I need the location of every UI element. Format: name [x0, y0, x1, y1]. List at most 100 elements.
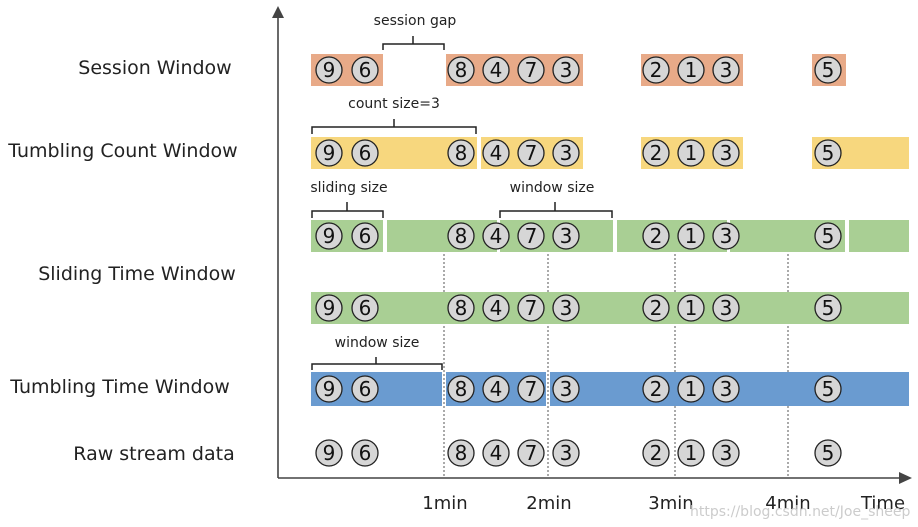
event-value-tumbling-time-7: 2	[650, 377, 663, 401]
event-value-sliding-upper-8: 1	[685, 224, 698, 248]
event-value-sliding-lower-8: 1	[685, 296, 698, 320]
event-circle-sliding-upper-10	[814, 222, 842, 250]
event-circle-sliding-upper-3	[447, 222, 475, 250]
event-value-sliding-lower-7: 2	[650, 296, 663, 320]
event-value-count-1: 9	[323, 141, 336, 165]
event-value-sliding-upper-6: 3	[560, 224, 573, 248]
row-label-tumbling-time: Tumbling Time Window	[9, 376, 229, 398]
tick-2min: 2min	[526, 493, 571, 514]
event-value-sliding-upper-9: 3	[720, 224, 733, 248]
watermark: https://blog.csdn.net/Joe_sheep	[690, 504, 910, 520]
sliding-size-label: sliding size	[310, 180, 387, 196]
event-value-tumbling-time-2: 6	[359, 377, 372, 401]
x-axis-arrow	[899, 472, 912, 484]
row-label-tumbling-count: Tumbling Count Window	[7, 140, 237, 162]
event-circle-tumbling-time-6	[552, 375, 580, 403]
event-circle-sliding-lower-10	[814, 294, 842, 322]
event-value-sliding-upper-4: 4	[490, 224, 503, 248]
event-circle-raw-2	[351, 439, 379, 467]
event-circle-count-10	[814, 139, 842, 167]
event-value-count-7: 2	[650, 141, 663, 165]
event-circle-sliding-upper-7	[642, 222, 670, 250]
minute-gridlines	[443, 250, 789, 477]
sliding-upper-bar-4	[617, 220, 727, 252]
sliding-upper-bar-2	[387, 220, 497, 252]
event-circle-raw-9	[712, 439, 740, 467]
sliding-lower-bar	[311, 292, 909, 324]
event-value-count-8: 1	[685, 141, 698, 165]
event-value-count-5: 7	[525, 141, 538, 165]
window-size-label-sliding: window size	[510, 180, 595, 196]
event-circle-raw-6	[552, 439, 580, 467]
event-circle-sliding-upper-5	[517, 222, 545, 250]
event-circle-sliding-upper-4	[482, 222, 510, 250]
sliding-size-bracket	[311, 202, 384, 218]
event-circle-session-10	[814, 56, 842, 84]
event-circle-count-1	[315, 139, 343, 167]
event-value-session-3: 8	[455, 58, 468, 82]
axes	[272, 6, 912, 484]
event-circle-count-5	[517, 139, 545, 167]
event-circle-count-4	[482, 139, 510, 167]
window-size-bracket-tumbling	[311, 357, 443, 370]
event-circle-sliding-lower-6	[552, 294, 580, 322]
count-size-bracket	[311, 119, 477, 134]
event-value-count-3: 8	[455, 141, 468, 165]
event-value-tumbling-time-1: 9	[323, 377, 336, 401]
event-circle-sliding-upper-1	[315, 222, 343, 250]
event-value-sliding-lower-4: 4	[490, 296, 503, 320]
event-circle-sliding-lower-1	[315, 294, 343, 322]
event-circle-sliding-lower-2	[351, 294, 379, 322]
event-circle-sliding-lower-7	[642, 294, 670, 322]
event-value-sliding-upper-2: 6	[359, 224, 372, 248]
event-value-sliding-upper-3: 8	[455, 224, 468, 248]
event-circle-raw-4	[482, 439, 510, 467]
event-value-sliding-upper-1: 9	[323, 224, 336, 248]
window-size-label-tumbling: window size	[335, 335, 420, 351]
count-size-label: count size=3	[348, 96, 440, 112]
event-circle-raw-10	[814, 439, 842, 467]
event-circle-tumbling-time-8	[677, 375, 705, 403]
event-value-raw-1: 9	[323, 441, 336, 465]
session-gap-label: session gap	[374, 13, 457, 29]
event-circle-tumbling-time-10	[814, 375, 842, 403]
event-value-raw-3: 8	[455, 441, 468, 465]
event-value-count-4: 4	[490, 141, 503, 165]
event-value-tumbling-time-6: 3	[560, 377, 573, 401]
row-label-sliding-time: Sliding Time Window	[38, 263, 236, 285]
event-value-session-5: 7	[525, 58, 538, 82]
event-circle-sliding-lower-9	[712, 294, 740, 322]
event-value-raw-8: 1	[685, 441, 698, 465]
event-value-tumbling-time-5: 7	[525, 377, 538, 401]
event-circle-tumbling-time-5	[517, 375, 545, 403]
event-circle-session-4	[482, 56, 510, 84]
event-circle-tumbling-time-1	[315, 375, 343, 403]
event-value-raw-10: 5	[822, 441, 835, 465]
annotations	[311, 36, 613, 370]
event-circle-sliding-lower-4	[482, 294, 510, 322]
event-value-session-8: 1	[685, 58, 698, 82]
event-value-count-2: 6	[359, 141, 372, 165]
event-circle-sliding-upper-2	[351, 222, 379, 250]
event-value-tumbling-time-4: 4	[490, 377, 503, 401]
event-value-session-10: 5	[822, 58, 835, 82]
event-value-count-6: 3	[560, 141, 573, 165]
tick-4min: 4min	[765, 493, 810, 514]
event-value-count-10: 5	[822, 141, 835, 165]
event-value-raw-4: 4	[490, 441, 503, 465]
event-circle-raw-7	[642, 439, 670, 467]
event-circle-session-6	[552, 56, 580, 84]
event-circle-count-3	[447, 139, 475, 167]
event-circle-session-1	[315, 56, 343, 84]
event-circle-sliding-upper-9	[712, 222, 740, 250]
time-axis-label: Time	[860, 493, 905, 514]
event-value-sliding-lower-1: 9	[323, 296, 336, 320]
event-value-sliding-lower-3: 8	[455, 296, 468, 320]
event-value-tumbling-time-9: 3	[720, 377, 733, 401]
event-circle-count-9	[712, 139, 740, 167]
event-circle-count-7	[642, 139, 670, 167]
event-value-raw-9: 3	[720, 441, 733, 465]
event-circle-sliding-lower-5	[517, 294, 545, 322]
